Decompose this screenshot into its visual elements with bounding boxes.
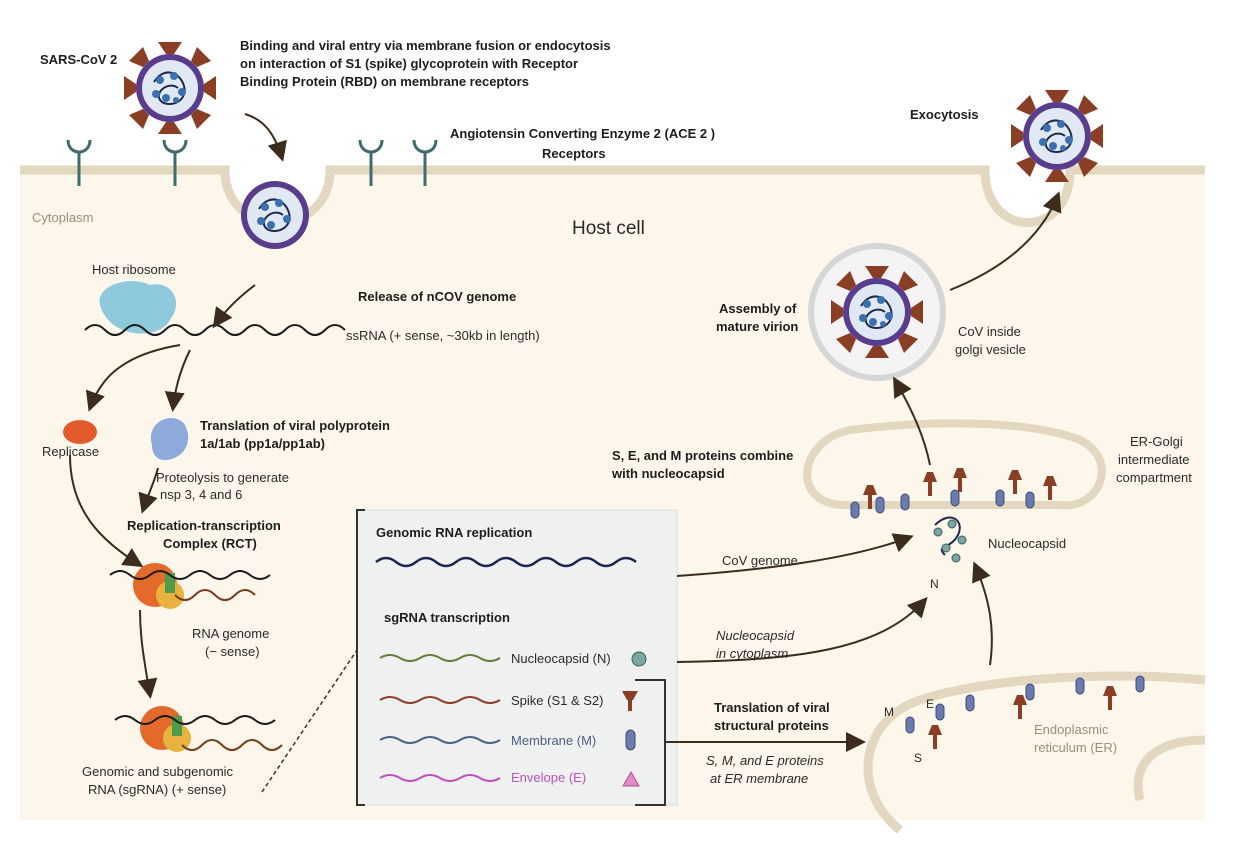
genomic-sg-2: RNA (sgRNA) (+ sense) [88, 782, 226, 797]
host-ribosome-label: Host ribosome [92, 262, 176, 277]
sars-cov2-virion-icon [123, 41, 217, 135]
cov-golgi-2: golgi vesicle [955, 342, 1026, 357]
translation-polyprotein-2: 1a/1ab (pp1a/pp1ab) [200, 436, 325, 451]
polyprotein-icon [150, 417, 189, 460]
entry-text-1: Binding and viral entry via membrane fus… [240, 38, 611, 53]
spike-wave [379, 696, 501, 704]
endoplasmic-reticulum [863, 671, 1206, 834]
envelope-wave [379, 774, 501, 782]
nucleocapsid-cytoplasm-2: in cytoplasm [716, 646, 788, 661]
er-golgi-3: compartment [1116, 470, 1192, 485]
s-label: S [914, 751, 922, 765]
membrane-item-label: Membrane (M) [511, 733, 596, 748]
sme-er-1: S, M, and E proteins [706, 753, 824, 768]
exocytosis-label: Exocytosis [910, 107, 979, 122]
rna-genome-1: RNA genome [192, 626, 269, 641]
proteolysis-2: nsp 3, 4 and 6 [160, 487, 242, 502]
entry-text-3: Binding Protein (RBD) on membrane recept… [240, 74, 529, 89]
sem-combine-1: S, E, and M proteins combine [612, 448, 793, 463]
cytoplasm-label: Cytoplasm [32, 210, 93, 225]
replicase-label: Replicase [42, 444, 99, 459]
spike-icon [622, 691, 638, 711]
replicase-icon [63, 420, 97, 444]
nucleocapsid-cytoplasm-1: Nucleocapsid [716, 628, 795, 643]
genomic-sg-1: Genomic and subgenomic [82, 764, 234, 779]
translation-structural-1: Translation of viral [714, 700, 830, 715]
m-label: M [884, 705, 894, 719]
assembly-2: mature virion [716, 319, 798, 334]
receptor-label-2: Receptors [542, 146, 606, 161]
er-golgi-2: intermediate [1118, 452, 1190, 467]
release-label: Release of nCOV genome [358, 289, 516, 304]
entry-text-2: on interaction of S1 (spike) glycoprotei… [240, 56, 578, 71]
rna-genome-2: (− sense) [205, 644, 260, 659]
er-golgi-1: ER-Golgi [1130, 434, 1183, 449]
genomic-rna-wave [375, 556, 637, 568]
nucleocapsid-wave [379, 654, 501, 662]
cov-genome-label: CoV genome [722, 553, 798, 568]
virus-label: SARS-CoV 2 [40, 52, 117, 67]
endocytosed-virion-icon [240, 180, 310, 250]
nucleocapsid-label: Nucleocapsid [988, 536, 1066, 551]
exocytosis-virion-icon [1010, 89, 1104, 183]
n-label: N [930, 577, 939, 591]
er-golgi-compartment [803, 419, 1106, 510]
nucleocapsid-item-label: Nucleocapsid (N) [511, 651, 611, 666]
nucleocapsid-icon [631, 651, 647, 667]
host-ribosome-icon [99, 281, 177, 334]
sem-combine-2: with nucleocapsid [611, 466, 725, 481]
cov-golgi-1: CoV inside [958, 324, 1021, 339]
sme-er-2: at ER membrane [710, 771, 808, 786]
spike-item-label: Spike (S1 & S2) [511, 693, 604, 708]
proteolysis-1: Proteolysis to generate [156, 470, 289, 485]
envelope-item-label: Envelope (E) [511, 770, 586, 785]
e-label: E [926, 697, 934, 711]
membrane-icon [625, 729, 636, 751]
nucleocapsid-icon [933, 516, 967, 563]
host-cell-title: Host cell [572, 218, 645, 239]
translation-structural-2: structural proteins [714, 718, 829, 733]
ssrna-label: ssRNA (+ sense, ~30kb in length) [346, 328, 540, 343]
rtc-label-1: Replication-transcription [127, 518, 281, 533]
ace2-receptor-icon [66, 139, 438, 186]
envelope-icon [622, 770, 640, 787]
membrane-wave [379, 736, 501, 744]
er-label-1: Endoplasmic [1034, 722, 1109, 737]
translation-polyprotein-1: Translation of viral polyprotein [200, 418, 390, 433]
receptor-label-1: Angiotensin Converting Enzyme 2 (ACE 2 ) [450, 126, 715, 141]
rtc-label-2: Complex (RCT) [163, 536, 257, 551]
er-label-2: reticulum (ER) [1034, 740, 1117, 755]
assembly-1: Assembly of [719, 301, 797, 316]
rtc-complex-icon [133, 563, 184, 609]
rtc-complex-icon-2 [140, 706, 191, 752]
genomic-replication-label: Genomic RNA replication [376, 525, 532, 540]
golgi-virion-icon [830, 265, 924, 359]
sgrna-label: sgRNA transcription [384, 610, 510, 625]
